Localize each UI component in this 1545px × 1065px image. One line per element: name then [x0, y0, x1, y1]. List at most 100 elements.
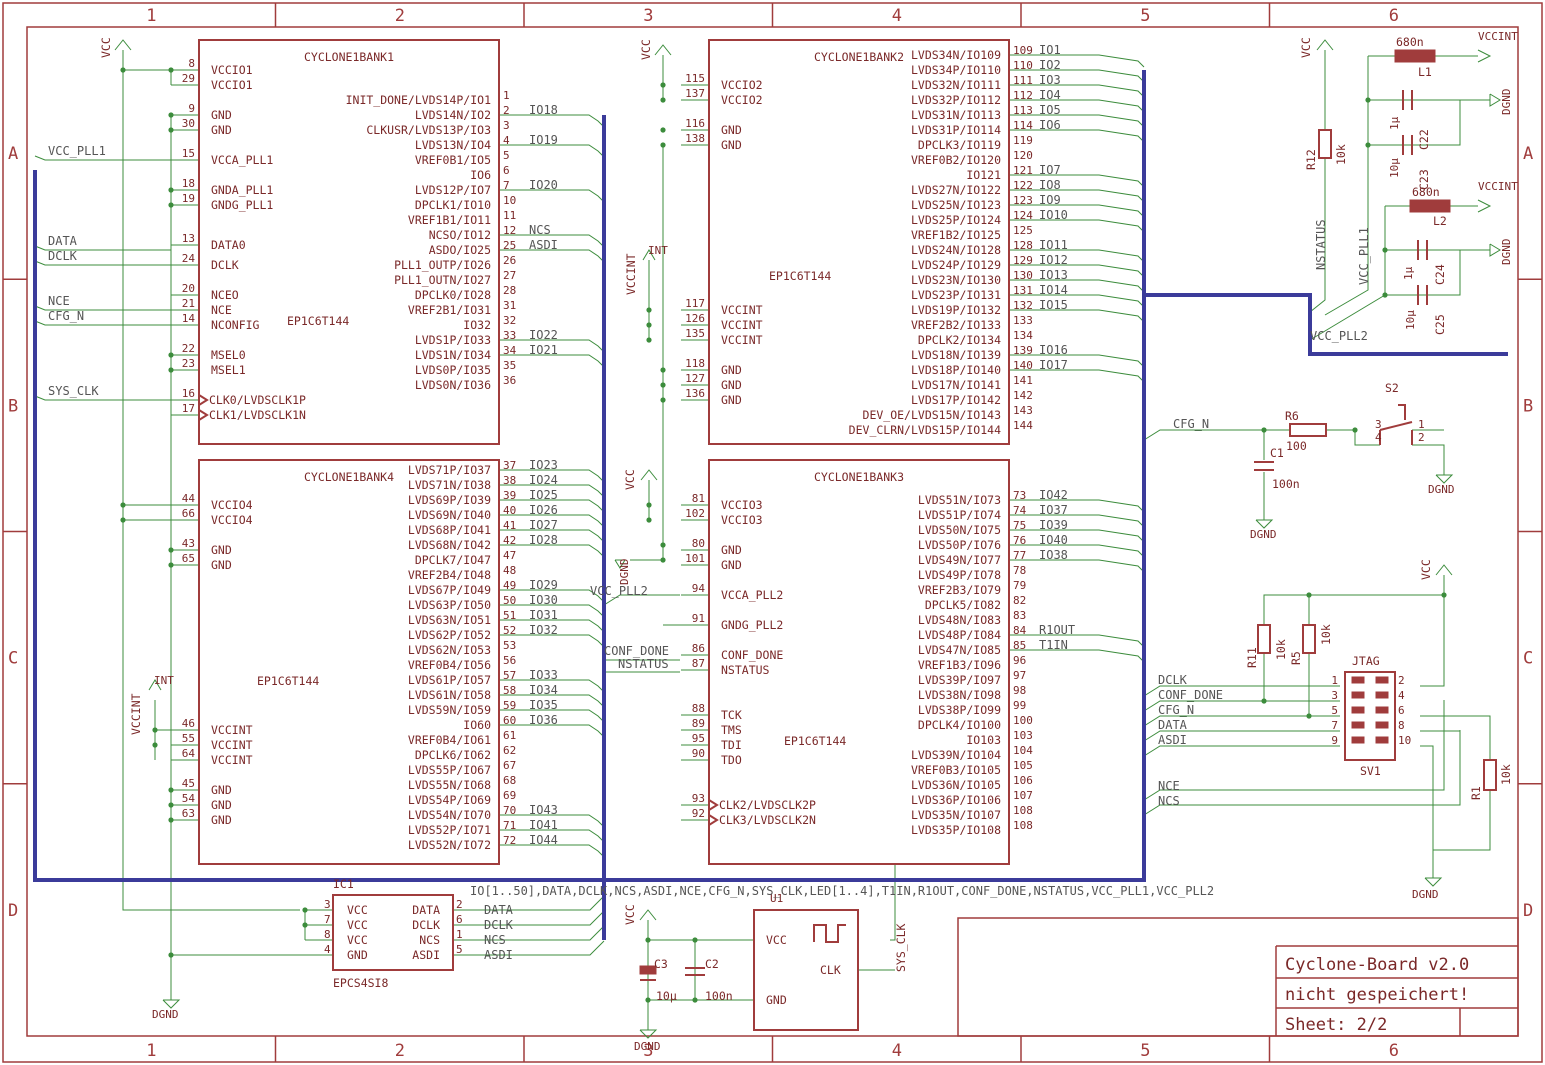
- wire: [1009, 84, 1145, 98]
- pin-number: 4: [1398, 689, 1405, 702]
- pin-number: 100: [1013, 714, 1033, 727]
- pin-signal: GND: [211, 543, 232, 557]
- main-bus: [33, 70, 1146, 882]
- pin-number: 4: [324, 943, 331, 956]
- net-label: CFG_N: [1158, 703, 1194, 717]
- l1-value: 680n: [1396, 35, 1424, 49]
- junction: [660, 367, 666, 373]
- wire: [639, 1029, 658, 1039]
- pin-signal: LVDS39N/IO104: [911, 748, 1001, 762]
- pin-number: 16: [182, 387, 195, 400]
- wire: [499, 484, 605, 498]
- pin-signal: LVDS24P/IO129: [911, 258, 1001, 272]
- pin-number: 96: [1013, 654, 1026, 667]
- wire: [499, 354, 605, 368]
- pin-signal: VCCIO4: [211, 513, 253, 527]
- pin-signal: LVDS63N/IO51: [408, 613, 491, 627]
- pin-signal: DATA0: [211, 238, 246, 252]
- pin-signal: LVDS35P/IO108: [911, 823, 1001, 837]
- junction: [1441, 592, 1447, 598]
- pin-signal: VREF0B4/IO61: [408, 733, 491, 747]
- pin-number: 32: [503, 314, 516, 327]
- pin-signal: VCC: [347, 903, 368, 917]
- junction: [1261, 698, 1267, 704]
- wire: [1435, 474, 1454, 484]
- pin-signal: LVDS47N/IO85: [918, 643, 1001, 657]
- pin-signal: VCCINT: [211, 753, 253, 767]
- pin-number: 108: [1013, 804, 1033, 817]
- pin-number: 86: [692, 642, 705, 655]
- pin-number: 18: [182, 177, 195, 190]
- pin-number: 14: [182, 312, 196, 325]
- pin-signal: VCCINT: [721, 333, 763, 347]
- pin-number: 2: [1418, 431, 1425, 444]
- pin-signal: IO32: [463, 318, 491, 332]
- jtag-pin: [1351, 706, 1365, 714]
- pin-number: 3: [324, 898, 331, 911]
- pin-signal: LVDS32N/IO111: [911, 78, 1001, 92]
- net-label: IO28: [529, 533, 558, 547]
- l2-body: [1409, 199, 1451, 213]
- pin-signal: GND: [721, 378, 742, 392]
- pin-signal: VCCIO1: [211, 63, 253, 77]
- pin-number: 136: [685, 387, 705, 400]
- wire: [499, 499, 605, 513]
- junction: [660, 97, 666, 103]
- junction: [660, 542, 666, 548]
- wire: [1143, 700, 1445, 801]
- pin-signal: LVDS50P/IO76: [918, 538, 1001, 552]
- pin-signal: INIT_DONE/LVDS14P/IO1: [346, 93, 491, 107]
- r11-body: [1257, 624, 1271, 654]
- pin-signal: VCCIO3: [721, 513, 763, 527]
- net-label: NCS: [529, 223, 551, 237]
- pin-signal: LVDS52N/IO72: [408, 838, 491, 852]
- pin-number: 21: [182, 297, 195, 310]
- r6-ref: R6: [1285, 409, 1299, 423]
- wire: [499, 529, 605, 543]
- net-label: IO29: [529, 578, 558, 592]
- pin-signal: VCC: [347, 918, 368, 932]
- jtag-pin: [1375, 691, 1389, 699]
- pin-number: 67: [503, 759, 516, 772]
- wire: [1420, 595, 1445, 687]
- pin-number: 118: [685, 357, 705, 370]
- wire: [499, 544, 605, 558]
- pin-number: 94: [692, 582, 706, 595]
- pin-signal: LVDS69N/IO40: [408, 508, 491, 522]
- pin-number: 36: [503, 374, 516, 387]
- net-label: NCS: [484, 933, 506, 947]
- pin-signal: VREF2B4/IO48: [408, 568, 491, 582]
- net-label: VCC_PLL2: [590, 584, 648, 598]
- jtag-ref: SV1: [1360, 764, 1381, 778]
- pin-number: 144: [1013, 419, 1033, 432]
- pin-signal: LVDS18P/IO140: [911, 363, 1001, 377]
- pin-signal: PLL1_OUTN/IO27: [394, 273, 491, 287]
- pin-number: 6: [456, 913, 463, 926]
- pin-signal: GND: [721, 558, 742, 572]
- pin-number: 92: [692, 807, 705, 820]
- wire: [1368, 99, 1461, 146]
- pin-number: 109: [1013, 44, 1033, 57]
- dgnd-label: DGND: [152, 1008, 179, 1021]
- wire: [1316, 39, 1334, 51]
- l2-label: L2: [1433, 214, 1447, 228]
- pin-number: 81: [692, 492, 705, 505]
- pin-number: 107: [1013, 789, 1033, 802]
- vcc-label: VCC: [623, 904, 637, 925]
- junction: [120, 517, 126, 523]
- net-label: IO34: [529, 683, 558, 697]
- net-label: IO26: [529, 503, 558, 517]
- pin-signal: LVDS67P/IO49: [408, 583, 491, 597]
- column-marker-bottom: 1: [146, 1041, 156, 1061]
- net-label: VCC_PLL1: [1357, 227, 1371, 285]
- pin-signal: VCCINT: [721, 318, 763, 332]
- wire: [453, 940, 605, 956]
- row-marker-left: D: [8, 901, 18, 921]
- jtag-header-body: [1344, 671, 1396, 761]
- wire: [1143, 429, 1290, 441]
- row-marker-left: A: [8, 144, 18, 164]
- pin-signal: LVDS62N/IO53: [408, 643, 491, 657]
- pin-number: 8: [1398, 719, 1405, 732]
- pin-number: 1: [1418, 418, 1425, 431]
- net-label: VCC_PLL1: [48, 144, 106, 158]
